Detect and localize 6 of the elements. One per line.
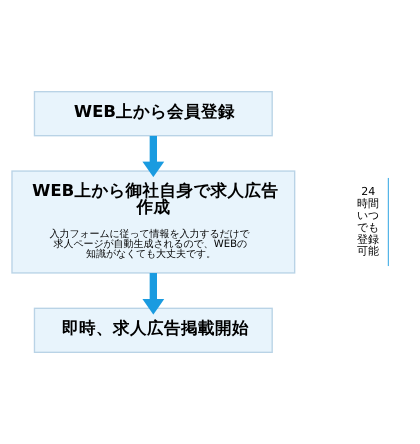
arrow <box>142 273 164 315</box>
node-box: WEB上から会員登録 <box>34 90 273 136</box>
node-box: 即時、求人広告掲載開始 <box>34 308 273 354</box>
label: 24時間いつでも登録可能 <box>357 185 380 258</box>
arrow <box>142 136 164 178</box>
node-box: WEB上から御社自身で求人広告作成 入力フォームに従って情報を入力するだけで求人ページが自動生成されるので、WEBの知識がなくても大丈夫です。 <box>11 170 296 274</box>
